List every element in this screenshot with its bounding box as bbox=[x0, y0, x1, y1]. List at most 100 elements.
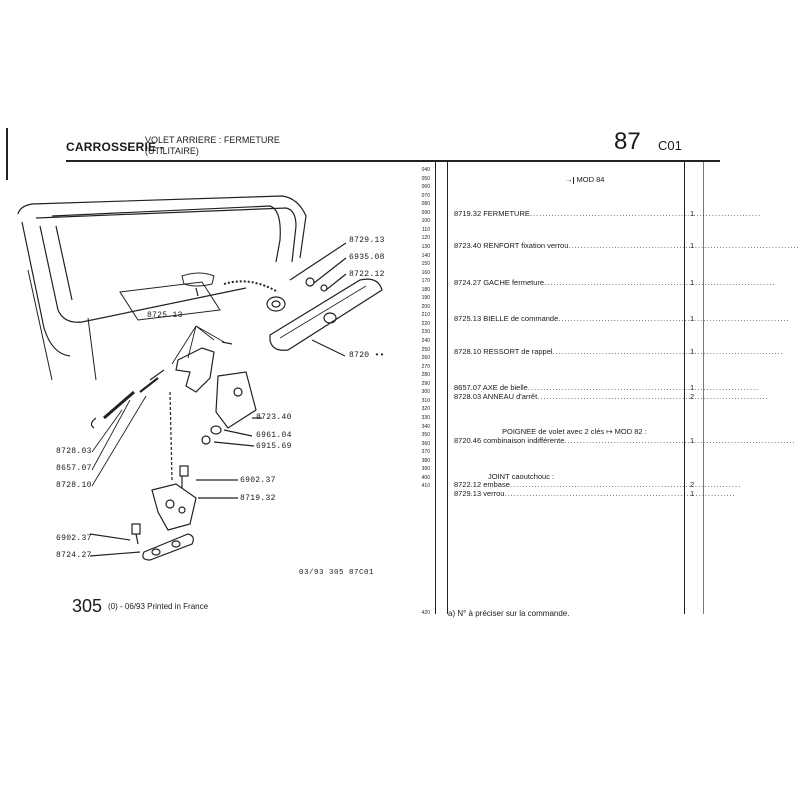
part-quantity: 2 bbox=[690, 480, 695, 489]
column-number: 200 bbox=[421, 303, 430, 310]
callout-8719-32: 8719.32 bbox=[240, 494, 276, 503]
column-number: 330 bbox=[421, 414, 430, 421]
part-description: ANNEAU d'arrêt bbox=[482, 392, 538, 401]
part-ref: 8719.32 bbox=[454, 209, 482, 218]
part-row: 8719.32 FERMETURE.......................… bbox=[454, 209, 760, 218]
column-number: 180 bbox=[421, 286, 430, 293]
part-description: GACHE fermeture bbox=[483, 278, 545, 287]
leader-dots: ........................................… bbox=[552, 347, 783, 356]
part-row: 8720.46 combinaison indifférente........… bbox=[454, 436, 794, 445]
document-reference: 03/93 305 87C01 bbox=[299, 569, 375, 577]
callout-6902-37-b: 6902.37 bbox=[56, 534, 92, 543]
column-number: 250 bbox=[421, 346, 430, 353]
part-ref: 8728.03 bbox=[454, 392, 482, 401]
part-description: RENFORT fixation verrou bbox=[483, 241, 569, 250]
column-number: 070 bbox=[421, 192, 430, 199]
column-number: 310 bbox=[421, 397, 430, 404]
column-number: 110 bbox=[422, 226, 430, 233]
part-description: RESSORT de rappel bbox=[483, 347, 553, 356]
callout-6902-37: 6902.37 bbox=[240, 476, 276, 485]
exploded-view-diagram bbox=[17, 195, 383, 561]
print-info: (0) - 06/93 Printed in France bbox=[108, 602, 209, 611]
column-number: 150 bbox=[421, 261, 430, 268]
leader-dots: ........................................… bbox=[504, 489, 735, 498]
part-ref: 8720.46 bbox=[454, 436, 482, 445]
header-rule bbox=[66, 160, 720, 162]
column-number: 240 bbox=[421, 338, 430, 344]
part-ref: 8729.13 bbox=[454, 489, 482, 498]
arrow-icon: → bbox=[565, 175, 573, 184]
column-number: 060 bbox=[421, 184, 430, 191]
column-number: 210 bbox=[421, 312, 430, 319]
section-subtitle: VOLET ARRIERE : FERMETURE bbox=[145, 135, 280, 145]
column-number: 400 bbox=[421, 474, 430, 481]
column-number: 120 bbox=[421, 235, 430, 242]
column-number: 170 bbox=[421, 278, 430, 285]
part-row: POIGNEE de volet avec 2 clés ↦ MOD 82 : bbox=[454, 427, 647, 436]
part-row: 8723.40 RENFORT fixation verrou.........… bbox=[454, 241, 798, 250]
column-number: 130 bbox=[421, 243, 430, 250]
callout-8728-10: 8728.10 bbox=[56, 481, 92, 490]
column-number: 360 bbox=[421, 440, 430, 447]
column-number: 270 bbox=[421, 363, 430, 370]
arrow-icon: ↦ bbox=[606, 427, 613, 436]
column-number: 290 bbox=[421, 380, 430, 387]
column-divider bbox=[435, 162, 436, 614]
part-quantity: 2 bbox=[690, 392, 695, 401]
part-row: 8724.27 GACHE fermeture.................… bbox=[454, 278, 774, 287]
part-description: POIGNEE de volet avec 2 clés bbox=[502, 427, 605, 436]
part-description: embase bbox=[483, 480, 510, 489]
part-ref: 8723.40 bbox=[454, 241, 482, 250]
part-quantity: 1 bbox=[690, 383, 695, 392]
part-quantity: 1 bbox=[690, 436, 695, 445]
callout-6961-04: 6961.04 bbox=[256, 431, 292, 440]
part-description: JOINT caoutchouc : bbox=[488, 472, 555, 481]
part-quantity: 1 bbox=[690, 278, 695, 287]
part-row: 8728.03 ANNEAU d'arrêt..................… bbox=[454, 392, 767, 401]
callout-8724-27: 8724.27 bbox=[56, 551, 92, 560]
column-number: 380 bbox=[421, 457, 430, 464]
order-note: a) N° à préciser sur la commande. bbox=[448, 609, 570, 618]
callout-8725-13: 8725.13 bbox=[147, 311, 183, 320]
column-number: 420 bbox=[421, 610, 430, 616]
column-divider bbox=[447, 162, 448, 614]
part-row: JOINT caoutchouc : bbox=[454, 472, 554, 481]
callout-8720: 8720 •• bbox=[349, 351, 385, 360]
part-description: AXE de bielle bbox=[482, 383, 528, 392]
column-number: 080 bbox=[421, 201, 430, 208]
column-divider bbox=[703, 162, 704, 614]
callout-8723-40: 8723.40 bbox=[256, 413, 292, 422]
column-number: 190 bbox=[421, 295, 430, 302]
leader-dots: ........................................… bbox=[527, 383, 758, 392]
callout-8657-07: 8657.07 bbox=[56, 464, 92, 473]
callout-8728-03: 8728.03 bbox=[56, 447, 92, 456]
part-ref: 8725.13 bbox=[454, 314, 482, 323]
part-row: 8725.13 BIELLE de commande..............… bbox=[454, 314, 788, 323]
section-title: CARROSSERIE - bbox=[66, 140, 164, 154]
callout-6915-69: 6915.69 bbox=[256, 442, 292, 451]
part-row: 8729.13 verrou..........................… bbox=[454, 489, 734, 498]
column-number: 390 bbox=[421, 466, 430, 473]
leader-dots: ........................................… bbox=[558, 314, 789, 323]
leader-dots: ........................................… bbox=[537, 392, 768, 401]
part-row: 8722.12 embase..........................… bbox=[454, 480, 740, 489]
part-quantity: 1 bbox=[690, 209, 695, 218]
column-number: 140 bbox=[421, 252, 430, 259]
part-description: FERMETURE bbox=[483, 209, 530, 218]
column-number: 050 bbox=[421, 175, 430, 182]
column-number: 100 bbox=[421, 218, 430, 225]
part-quantity: 1 bbox=[690, 241, 695, 250]
callout-8722-12: 8722.12 bbox=[349, 270, 385, 279]
leader-dots: ........................................… bbox=[564, 436, 795, 445]
section-subtitle-2: (UTILITAIRE) bbox=[145, 146, 199, 156]
column-number: 340 bbox=[421, 423, 430, 430]
column-number: 220 bbox=[421, 320, 430, 327]
column-number: 410 bbox=[421, 483, 430, 490]
leader-dots: ........................................… bbox=[529, 209, 760, 218]
column-number: 230 bbox=[421, 329, 430, 336]
part-row: 8728.10 RESSORT de rappel...............… bbox=[454, 347, 783, 356]
column-number: 260 bbox=[421, 355, 430, 362]
group-number: 87 bbox=[614, 128, 641, 155]
part-description: verrou bbox=[483, 489, 505, 498]
part-quantity: 1 bbox=[690, 489, 695, 498]
